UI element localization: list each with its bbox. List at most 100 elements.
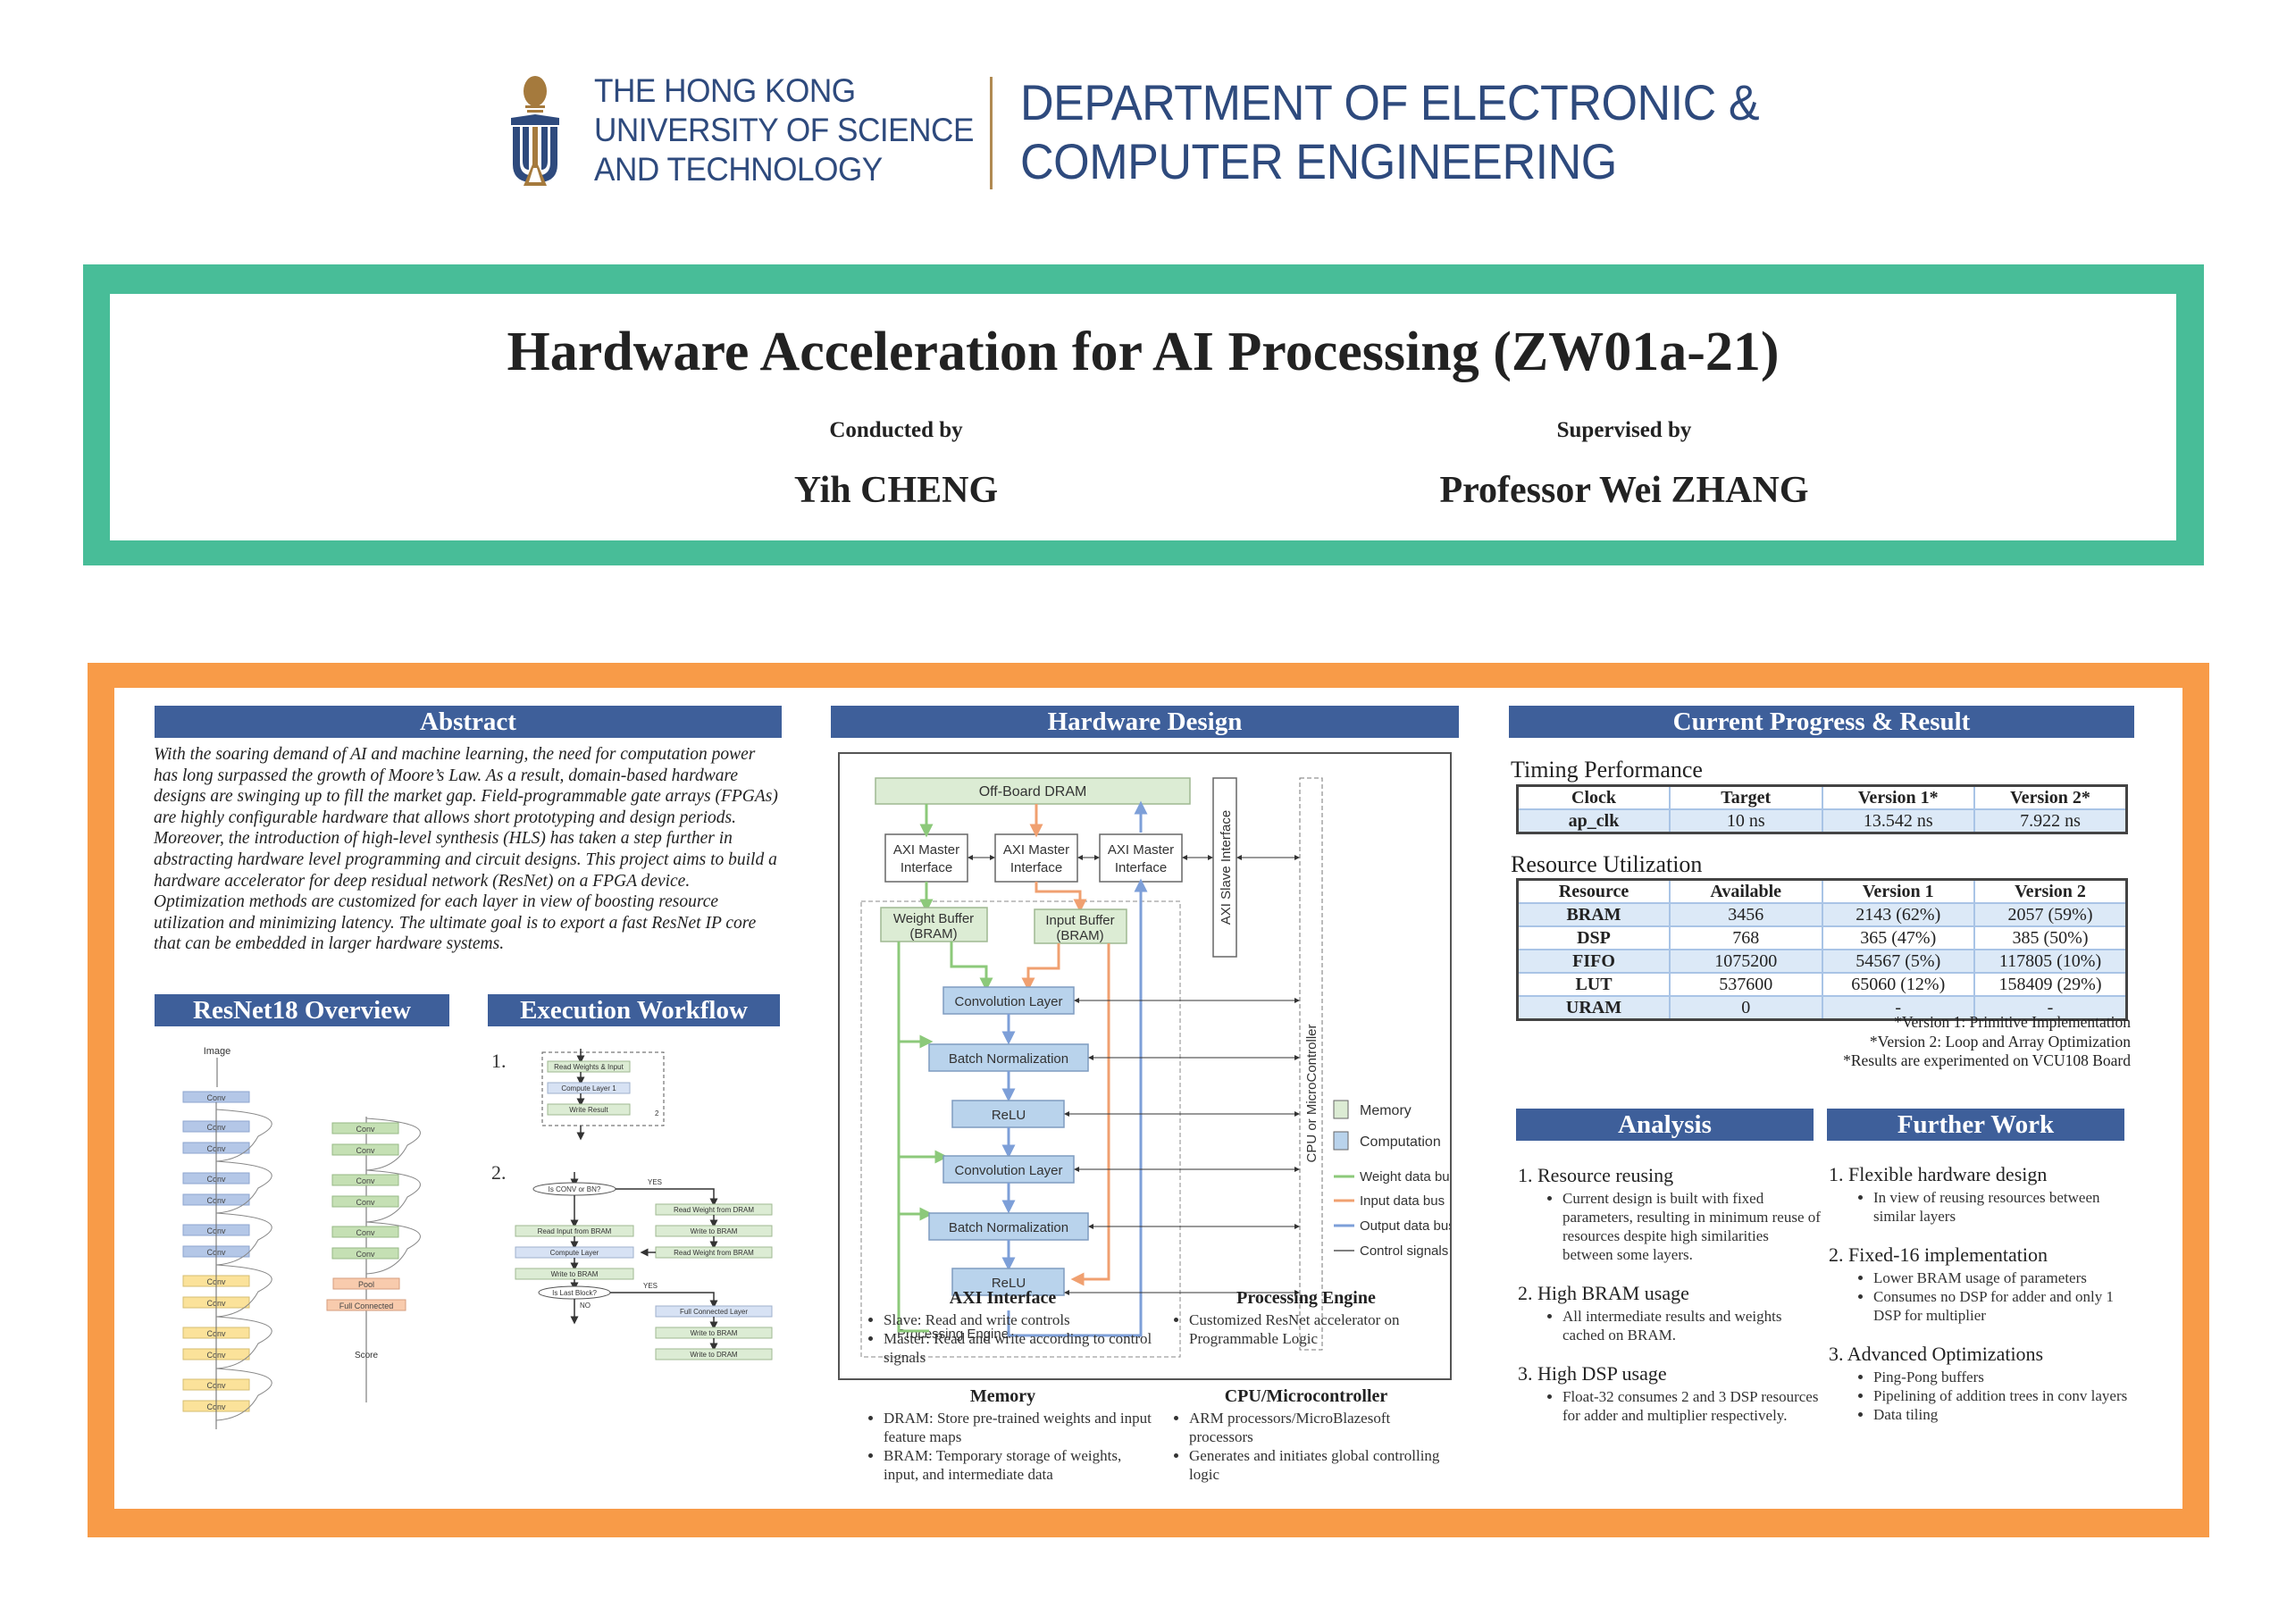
table-row: ap_clk 10 ns 13.542 ns 7.922 ns [1516,808,2128,833]
desc-axi-item: Slave: Read and write controls [884,1310,1152,1329]
header-divider [990,77,993,189]
layer-bn-1: Batch Normalization [949,1051,1068,1067]
workflow-box-read-weight-dram: Read Weight from DRAM [674,1206,754,1214]
desc-cpu-title: CPU/Microcontroller [1224,1386,1388,1406]
svg-text:Conv: Conv [356,1250,375,1259]
workflow-box-compute-layer: Compute Layer [550,1249,599,1257]
university-line-1: THE HONG KONG [594,72,856,109]
legend-computation: Computation [1360,1134,1441,1150]
workflow-heading: Execution Workflow [488,994,780,1026]
further-bullet: In view of reusing resources between sim… [1873,1188,2141,1226]
workflow-box-write-result: Write Result [569,1106,608,1114]
further-item-title: 3. Advanced Optimizations [1829,1343,2044,1365]
abstract-text: With the soaring demand of AI and machin… [154,745,778,954]
poster-title: Hardware Acceleration for AI Processing … [507,322,1780,382]
resnet-right-column: Conv Conv Conv Conv Conv Conv Pool Full … [326,1117,421,1402]
legend-memory: Memory [1360,1103,1412,1118]
further-bullet: Consumes no DSP for adder and only 1 DSP… [1873,1287,2141,1325]
resnet-diagram: Image Conv Conv Conv Conv Conv Conv Conv… [156,1036,460,1465]
further-item-title: 1. Flexible hardware design [1829,1163,2048,1185]
further-work-heading: Further Work [1827,1109,2124,1141]
supervised-label: Supervised by [1556,418,1692,442]
hardware-diagram: Off-Board DRAM AXI Slave Interface CPU o… [838,752,1456,1380]
axi-master-2-line2: Interface [1010,860,1062,875]
further-bullet: Pipelining of addition trees in conv lay… [1873,1386,2141,1405]
cpu-label: CPU or MicroController [1304,1024,1319,1162]
timing-col-v1: Version 1* [1821,785,1975,809]
axi-master-3-line1: AXI Master [1108,842,1174,858]
timing-title: Timing Performance [1511,757,1703,783]
department-name: DEPARTMENT OF ELECTRONIC & COMPUTER ENGI… [1020,73,1760,191]
analysis-item-title: 3. High DSP usage [1518,1362,1667,1385]
input-buffer-line1: Input Buffer [1045,913,1114,928]
analysis-bullet: Float-32 consumes 2 and 3 DSP resources … [1562,1387,1822,1425]
hardware-heading: Hardware Design [831,706,1459,738]
further-bullet: Lower BRAM usage of parameters [1873,1268,2141,1287]
resnet-output-label: Score [355,1351,379,1360]
analysis-heading: Analysis [1516,1109,1814,1141]
svg-text:Conv: Conv [356,1146,375,1155]
svg-text:Conv: Conv [356,1176,375,1185]
further-work-list: 1. Flexible hardware design In view of r… [1829,1163,2141,1424]
analysis-item-title: 1. Resource reusing [1518,1164,1674,1186]
supervisor-name: Professor Wei ZHANG [1439,470,1809,511]
weight-buffer-line1: Weight Buffer [893,911,974,926]
desc-engine-title: Processing Engine [1236,1288,1376,1308]
workflow-step1-number: 1. [491,1050,507,1072]
workflow-box-write-dram: Write to DRAM [690,1351,738,1359]
timing-col-target: Target [1669,785,1823,809]
legend-output-bus: Output data bus [1360,1218,1450,1234]
workflow-box-write-bram-right: Write to BRAM [691,1227,738,1235]
svg-text:Conv: Conv [356,1228,375,1237]
note-version2: *Version 2: Loop and Array Optimization [1869,1032,2131,1051]
university-line-3: AND TECHNOLOGY [594,151,883,188]
timing-col-clock: Clock [1516,785,1671,809]
desc-axi-title: AXI Interface [949,1288,1057,1308]
desc-axi: AXI Interface Slave: Read and write cont… [853,1289,1152,1367]
desc-axi-item: Master: Read and write according to cont… [884,1329,1152,1367]
result-notes: *Version 1: Primitive Implementation *Ve… [1697,1013,2131,1071]
weight-buffer-line2: (BRAM) [909,926,957,942]
desc-engine-item: Customized ResNet accelerator on Program… [1189,1310,1453,1348]
desc-memory-title: Memory [969,1386,1036,1406]
resnet-left-column: Conv Conv Conv Conv Conv Conv Conv Conv … [182,1091,272,1429]
timing-col-v2: Version 2* [1973,785,2128,809]
timing-table: Clock Target Version 1* Version 2* ap_cl… [1516,784,2128,834]
department-line-1: DEPARTMENT OF ELECTRONIC & [1020,74,1760,130]
workflow-box-compute-layer1: Compute Layer 1 [561,1084,616,1092]
axi-master-1-line2: Interface [901,860,952,875]
layer-relu-1: ReLU [992,1108,1026,1123]
title-inner: Hardware Acceleration for AI Processing … [110,294,2176,540]
hardware-legend: Memory Computation Weight data bus Input… [1333,1100,1456,1259]
analysis-item-title: 2. High BRAM usage [1518,1282,1689,1304]
progress-heading: Current Progress & Result [1509,706,2134,738]
axi-master-1-line1: AXI Master [893,842,959,858]
university-name: THE HONG KONG UNIVERSITY OF SCIENCE AND … [594,71,974,189]
resource-table: Resource Available Version 1 Version 2 B… [1516,878,2128,1021]
layer-bn-2: Batch Normalization [949,1220,1068,1235]
analysis-bullet: Current design is built with fixed param… [1562,1189,1822,1264]
legend-control: Control signals [1360,1243,1448,1259]
workflow-box-read-weights: Read Weights & Input [554,1063,624,1071]
layer-conv-1: Convolution Layer [955,994,1063,1009]
workflow-yes-label-1: YES [648,1178,662,1186]
university-line-2: UNIVERSITY OF SCIENCE [594,112,974,148]
resnet-fc-label: Full Connected [339,1302,394,1310]
desc-engine: Processing Engine Customized ResNet acce… [1159,1289,1453,1348]
desc-cpu-item: ARM processors/MicroBlazesoft processors [1189,1409,1453,1446]
title-frame: Hardware Acceleration for AI Processing … [83,264,2204,565]
workflow-diagram: 1. Read Weights & Input Compute Layer 1 … [487,1036,791,1465]
workflow-repeat-count: 2 [655,1109,659,1118]
further-bullet: Ping-Pong buffers [1873,1368,2141,1386]
axi-master-3-line2: Interface [1115,860,1167,875]
axi-slave-label: AXI Slave Interface [1219,810,1234,925]
analysis-bullet: All intermediate results and weights cac… [1562,1307,1822,1344]
input-buffer-line2: (BRAM) [1056,928,1103,943]
workflow-yes-label-2: YES [643,1282,658,1290]
legend-weight-bus: Weight data bus [1360,1169,1450,1185]
svg-text:Conv: Conv [356,1198,375,1207]
workflow-no-label: NO [580,1302,591,1310]
